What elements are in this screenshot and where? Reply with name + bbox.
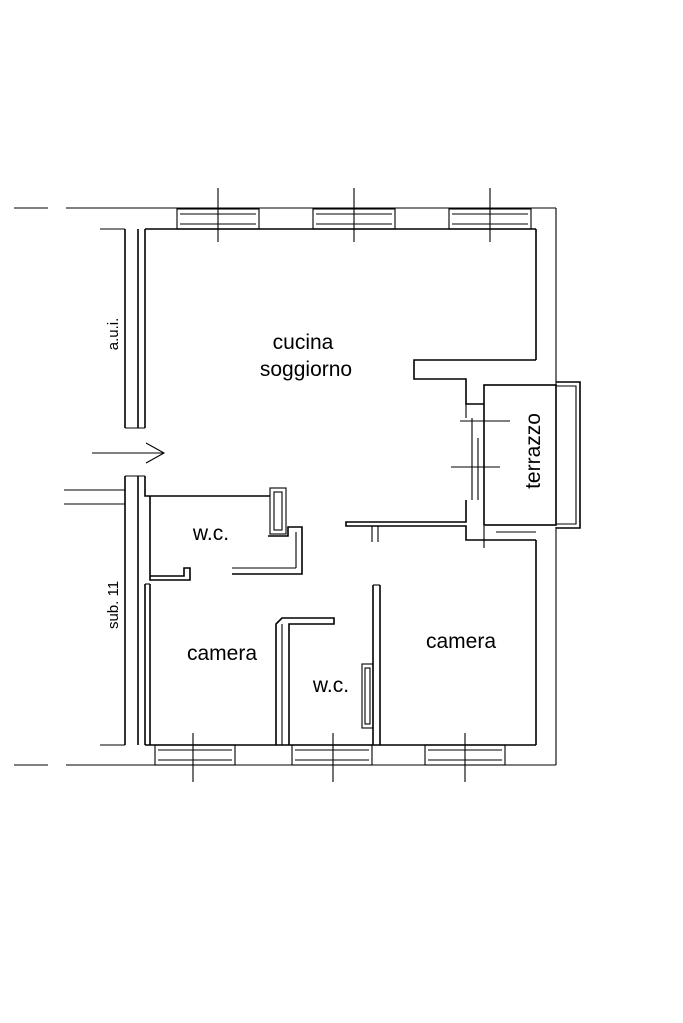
top-windows <box>176 188 532 242</box>
room-label-bedroom-right: camera <box>426 630 496 653</box>
wc-top-walls <box>144 487 303 581</box>
terrace <box>483 381 581 529</box>
neighbor-label-aui: a.u.i. <box>105 318 122 351</box>
boundary-lines <box>14 207 557 766</box>
entrance-arrow-icon <box>92 442 166 464</box>
bottom-windows <box>154 733 506 782</box>
terrace-wall <box>345 359 536 548</box>
bedroom-left-walls <box>144 583 335 745</box>
room-label-kitchen: cucina <box>273 331 334 354</box>
outer-walls <box>124 228 537 746</box>
room-label-wc-top: w.c. <box>192 522 229 545</box>
room-label-bedroom-left: camera <box>187 642 257 665</box>
wc-bottom-walls <box>361 584 381 745</box>
room-label-terrace: terrazzo <box>522 413 545 489</box>
room-label-living: soggiorno <box>260 358 352 381</box>
neighbor-label-sub11: sub. 11 <box>105 581 122 629</box>
room-label-wc-bottom: w.c. <box>312 674 349 697</box>
